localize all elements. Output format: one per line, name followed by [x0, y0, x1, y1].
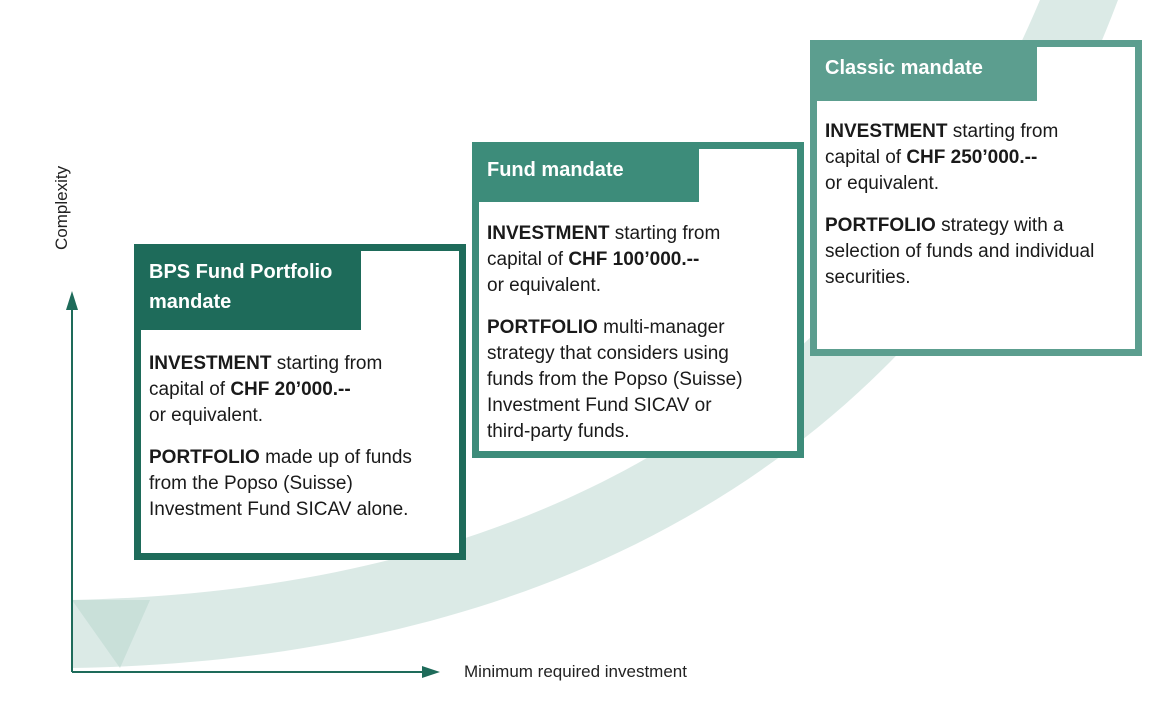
card-body: INVESTMENT starting from capital of CHF …: [825, 119, 1135, 307]
investment-paragraph: INVESTMENT starting from capital of CHF …: [825, 119, 1135, 197]
portfolio-paragraph: PORTFOLIO made up of funds from the Pops…: [149, 445, 449, 523]
portfolio-paragraph: PORTFOLIO multi-manager strategy that co…: [487, 315, 787, 445]
portfolio-text: securities.: [825, 267, 911, 288]
ribbon-facet: [72, 600, 150, 668]
classic-mandate-card: Classic mandate INVESTMENT starting from…: [810, 40, 1142, 356]
investment-amount: CHF 20’000.--: [230, 379, 351, 400]
investment-amount: CHF 250’000.--: [906, 147, 1038, 168]
portfolio-text: funds from the Popso (Suisse): [487, 369, 743, 390]
y-axis-arrow-icon: [66, 291, 78, 310]
title-line: Fund mandate: [487, 159, 624, 181]
investment-text: capital of: [487, 249, 569, 270]
card-body: INVESTMENT starting from capital of CHF …: [487, 221, 787, 461]
portfolio-text: Investment Fund SICAV or: [487, 395, 712, 416]
x-axis-label: Minimum required investment: [464, 662, 687, 681]
investment-paragraph: INVESTMENT starting from capital of CHF …: [487, 221, 787, 299]
investment-text: starting from: [271, 353, 383, 374]
portfolio-text: from the Popso (Suisse): [149, 473, 353, 494]
investment-amount: CHF 100’000.--: [568, 249, 700, 270]
investment-text: or equivalent.: [825, 173, 940, 194]
title-line: mandate: [149, 291, 232, 313]
portfolio-keyword: PORTFOLIO: [487, 317, 598, 338]
investment-keyword: INVESTMENT: [149, 353, 272, 374]
bps-fund-portfolio-card: BPS Fund Portfolio mandate INVESTMENT st…: [134, 244, 466, 560]
portfolio-keyword: PORTFOLIO: [825, 215, 936, 236]
x-axis-arrow-icon: [422, 666, 440, 678]
card-body: INVESTMENT starting from capital of CHF …: [149, 351, 449, 539]
investment-text: starting from: [947, 121, 1059, 142]
investment-text: starting from: [609, 223, 721, 244]
y-axis-label: Complexity: [52, 165, 71, 250]
investment-text: or equivalent.: [487, 275, 602, 296]
title-line: Classic mandate: [825, 57, 983, 79]
portfolio-text: third-party funds.: [487, 421, 630, 442]
portfolio-text: made up of funds: [259, 447, 412, 468]
portfolio-paragraph: PORTFOLIO strategy with a selection of f…: [825, 213, 1135, 291]
card-title: Classic mandate: [817, 47, 1037, 101]
investment-text: capital of: [825, 147, 907, 168]
portfolio-text: strategy with a: [935, 215, 1064, 236]
investment-text: or equivalent.: [149, 405, 264, 426]
investment-text: capital of: [149, 379, 231, 400]
portfolio-text: strategy that considers using: [487, 343, 729, 364]
fund-mandate-card: Fund mandate INVESTMENT starting from ca…: [472, 142, 804, 458]
card-title: BPS Fund Portfolio mandate: [141, 251, 361, 330]
investment-keyword: INVESTMENT: [487, 223, 610, 244]
portfolio-keyword: PORTFOLIO: [149, 447, 260, 468]
title-line: BPS Fund Portfolio: [149, 261, 333, 283]
portfolio-text: Investment Fund SICAV alone.: [149, 499, 409, 520]
investment-paragraph: INVESTMENT starting from capital of CHF …: [149, 351, 449, 429]
portfolio-text: multi-manager: [597, 317, 725, 338]
portfolio-text: selection of funds and individual: [825, 241, 1095, 262]
card-title: Fund mandate: [479, 149, 699, 202]
investment-keyword: INVESTMENT: [825, 121, 948, 142]
